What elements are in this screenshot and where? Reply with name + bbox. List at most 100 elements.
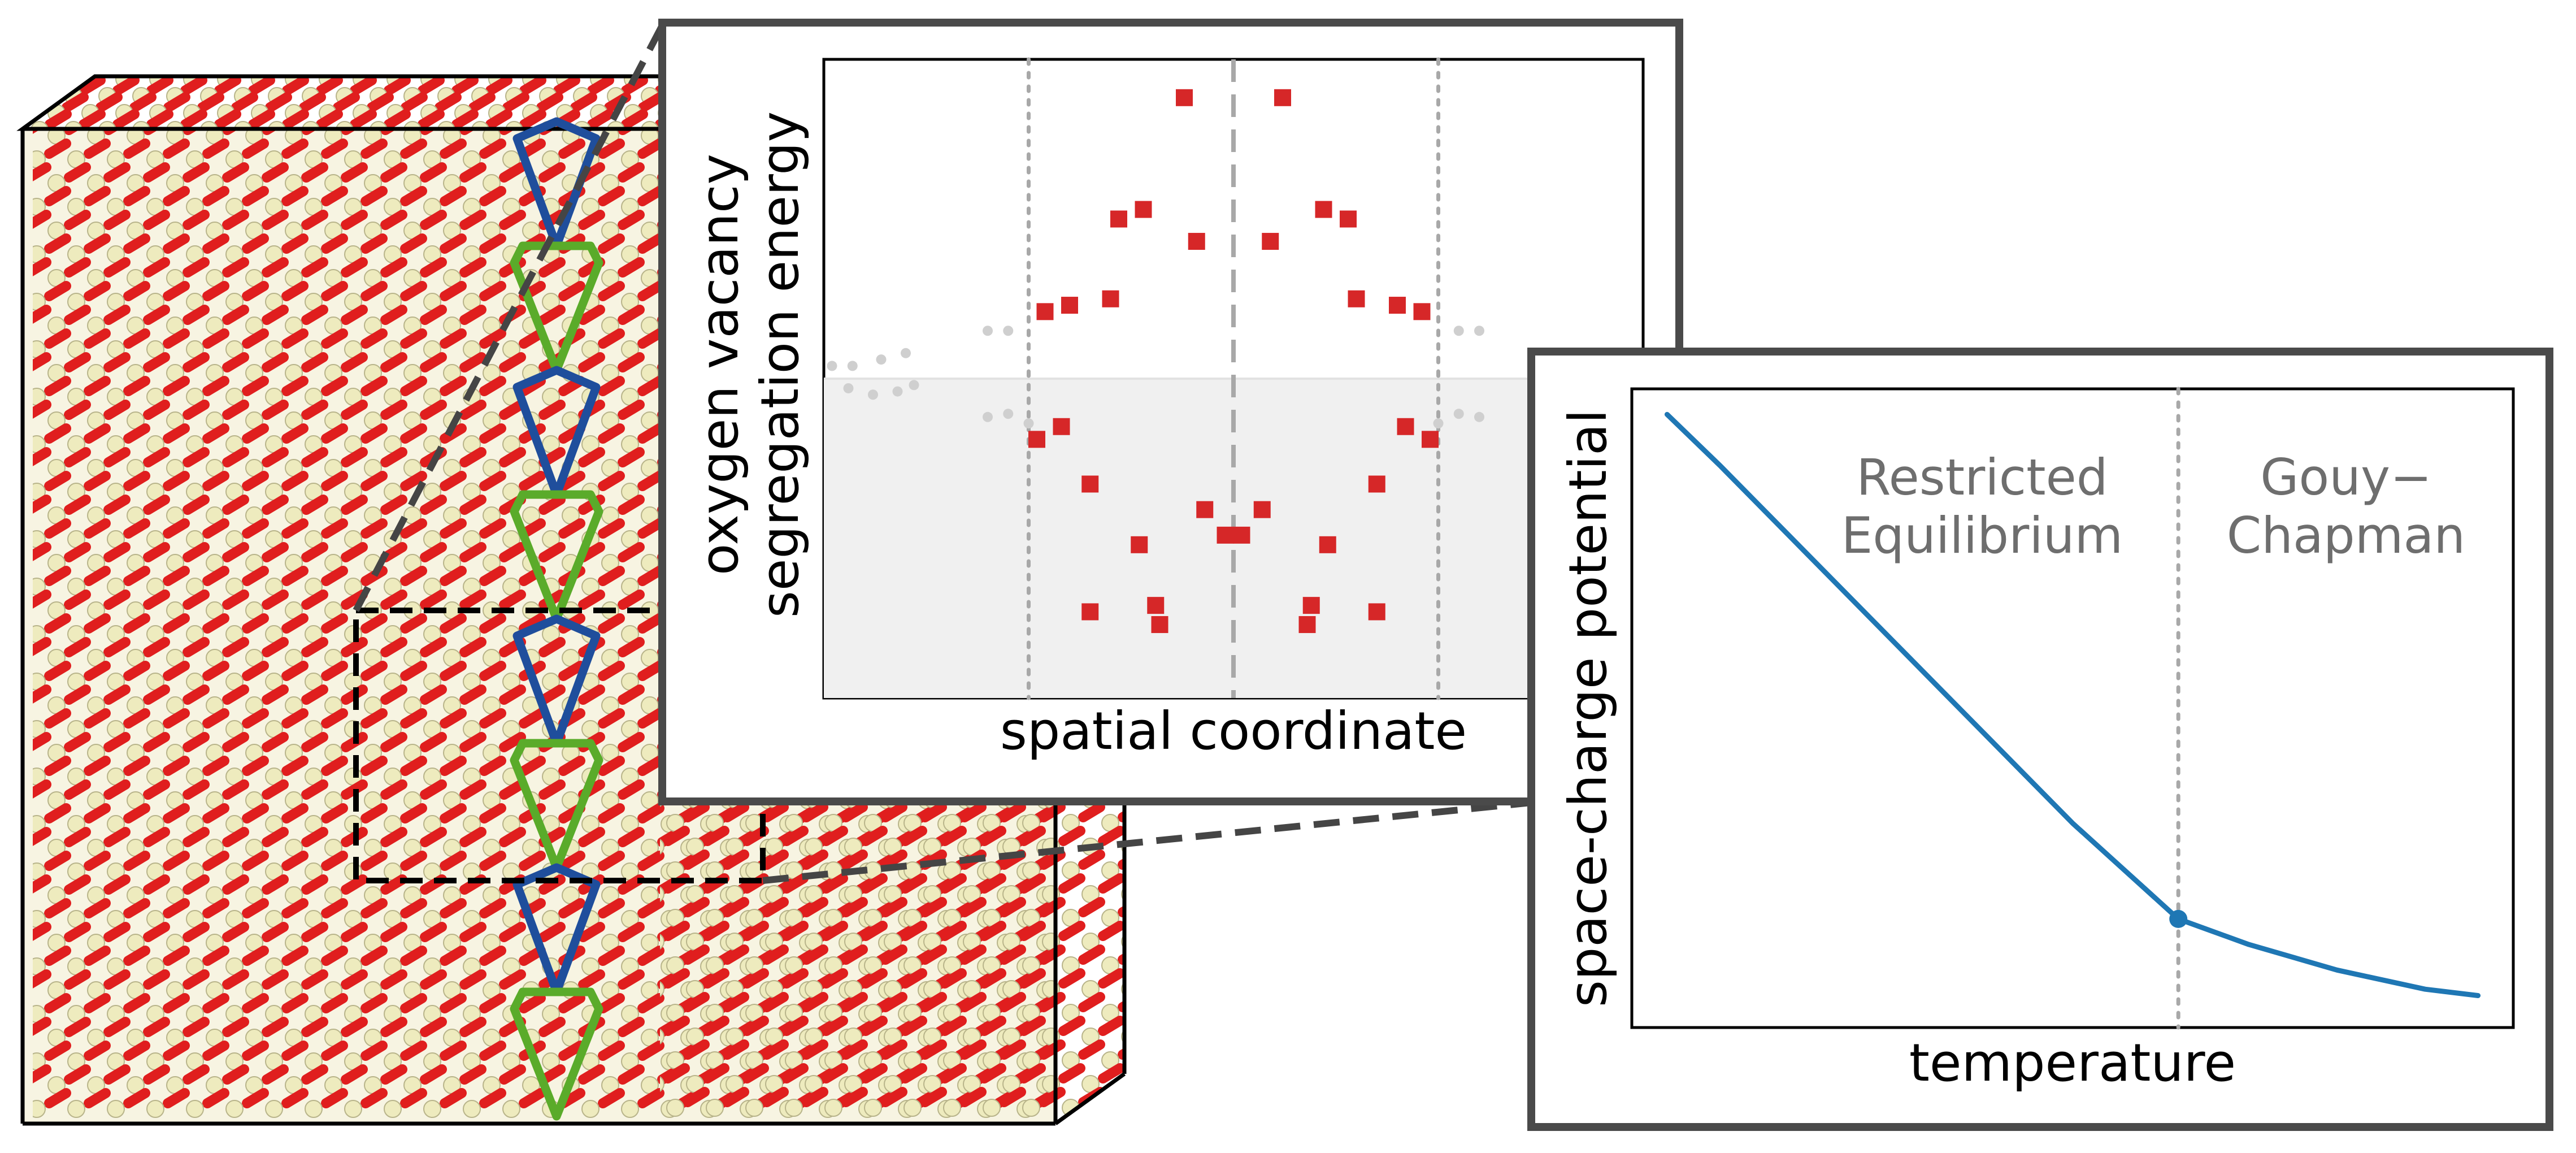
oxygen-atom (861, 826, 888, 846)
oxygen-atom (163, 613, 190, 634)
oxygen-atom (367, 76, 394, 79)
oxygen-atom (959, 992, 987, 1012)
oxygen-atom (598, 803, 625, 823)
polyhedron-blue (512, 614, 601, 748)
oxygen-atom (558, 993, 585, 1013)
oxygen-atom (499, 779, 526, 800)
cation-atom (660, 933, 664, 951)
oxygen-atom (143, 1064, 170, 1085)
oxygen-atom (242, 186, 269, 206)
oxygen-atom (321, 1041, 348, 1061)
oxygen-atom (598, 233, 625, 254)
oxygen-atom (341, 162, 368, 183)
oxygen-atom (663, 968, 690, 989)
segregation-data-point (1298, 616, 1316, 634)
oxygen-atom (321, 993, 348, 1013)
oxygen-atom (380, 969, 407, 990)
polyhedron-green (510, 241, 603, 375)
oxygen-atom (301, 162, 328, 183)
oxygen-atom (301, 1017, 328, 1037)
oxygen-atom (79, 76, 106, 96)
oxygen-atom (281, 566, 309, 586)
oxygen-atom (598, 138, 625, 159)
cation-atom (660, 980, 664, 998)
oxygen-atom (64, 732, 91, 752)
oxygen-atom (28, 76, 55, 79)
cation-atom (107, 1100, 125, 1118)
oxygen-atom (1143, 926, 1159, 936)
oxygen-atom (262, 874, 289, 895)
oxygen-atom (33, 542, 51, 561)
oxygen-atom (499, 1064, 526, 1085)
oxygen-atom (360, 946, 388, 966)
faint-data-point (843, 383, 854, 393)
oxygen-atom (1039, 849, 1066, 870)
cation-atom (166, 121, 184, 129)
oxygen-atom (202, 661, 229, 681)
oxygen-atom (683, 849, 710, 870)
oxygen-atom (341, 542, 368, 562)
oxygen-atom (202, 138, 229, 159)
oxygen-atom (420, 827, 447, 847)
oxygen-atom (400, 566, 427, 586)
cation-atom (146, 1100, 164, 1118)
oxygen-atom (440, 566, 467, 586)
side-face-atoms (660, 763, 1159, 1117)
oxygen-atom (1078, 802, 1105, 822)
oxygen-atom (821, 1063, 848, 1083)
oxygen-atom (1019, 968, 1046, 989)
oxygen-atom (84, 661, 111, 681)
oxygen-atom (222, 684, 249, 705)
segregation-data-point (1081, 603, 1099, 621)
cation-atom (268, 121, 286, 129)
oxygen-atom (33, 352, 51, 371)
oxygen-atom (242, 423, 269, 444)
oxygen-atom (762, 802, 789, 822)
oxygen-atom (637, 803, 664, 823)
oxygen-atom (222, 210, 249, 230)
oxygen-atom (781, 873, 809, 894)
oxygen-atom (401, 92, 428, 112)
oxygen-atom (222, 257, 249, 278)
oxygen-atom (598, 518, 625, 539)
oxygen-atom (440, 518, 467, 539)
oxygen-atom (64, 210, 91, 230)
oxygen-atom (281, 233, 309, 254)
oxygen-atom (163, 851, 190, 871)
oxygen-atom (459, 400, 486, 420)
oxygen-atom (222, 874, 249, 895)
oxygen-atom (281, 518, 309, 539)
oxygen-atom (242, 613, 269, 634)
oxygen-atom (262, 257, 289, 278)
oxygen-atom (801, 802, 828, 822)
oxygen-atom (103, 495, 131, 515)
oxygen-atom (1058, 1016, 1085, 1036)
cation-atom (1022, 1099, 1040, 1117)
oxygen-atom (123, 851, 150, 871)
oxygen-atom (400, 376, 427, 396)
oxygen-atom (262, 969, 289, 990)
cation-atom (423, 1100, 441, 1118)
oxygen-atom (1118, 1087, 1124, 1107)
oxygen-atom (123, 1041, 150, 1061)
oxygen-atom (341, 210, 368, 230)
oxygen-atom (321, 1088, 348, 1108)
oxygen-atom (222, 732, 249, 752)
oxygen-atom (265, 92, 292, 112)
oxygen-atom (84, 613, 111, 634)
oxygen-atom (440, 186, 467, 206)
oxygen-atom (1019, 1016, 1046, 1036)
oxygen-atom (400, 613, 427, 634)
oxygen-atom (103, 352, 131, 372)
oxygen-atom (146, 76, 173, 96)
oxygen-atom (222, 969, 249, 990)
segregation-data-point (1188, 233, 1205, 250)
oxygen-atom (231, 76, 258, 79)
oxygen-atom (762, 897, 789, 917)
oxygen-atom (900, 826, 927, 846)
faint-data-point (983, 326, 993, 336)
oxygen-atom (262, 400, 289, 420)
segregation-data-point (1397, 418, 1414, 435)
oxygen-atom (420, 779, 447, 800)
oxygen-atom (538, 305, 566, 325)
